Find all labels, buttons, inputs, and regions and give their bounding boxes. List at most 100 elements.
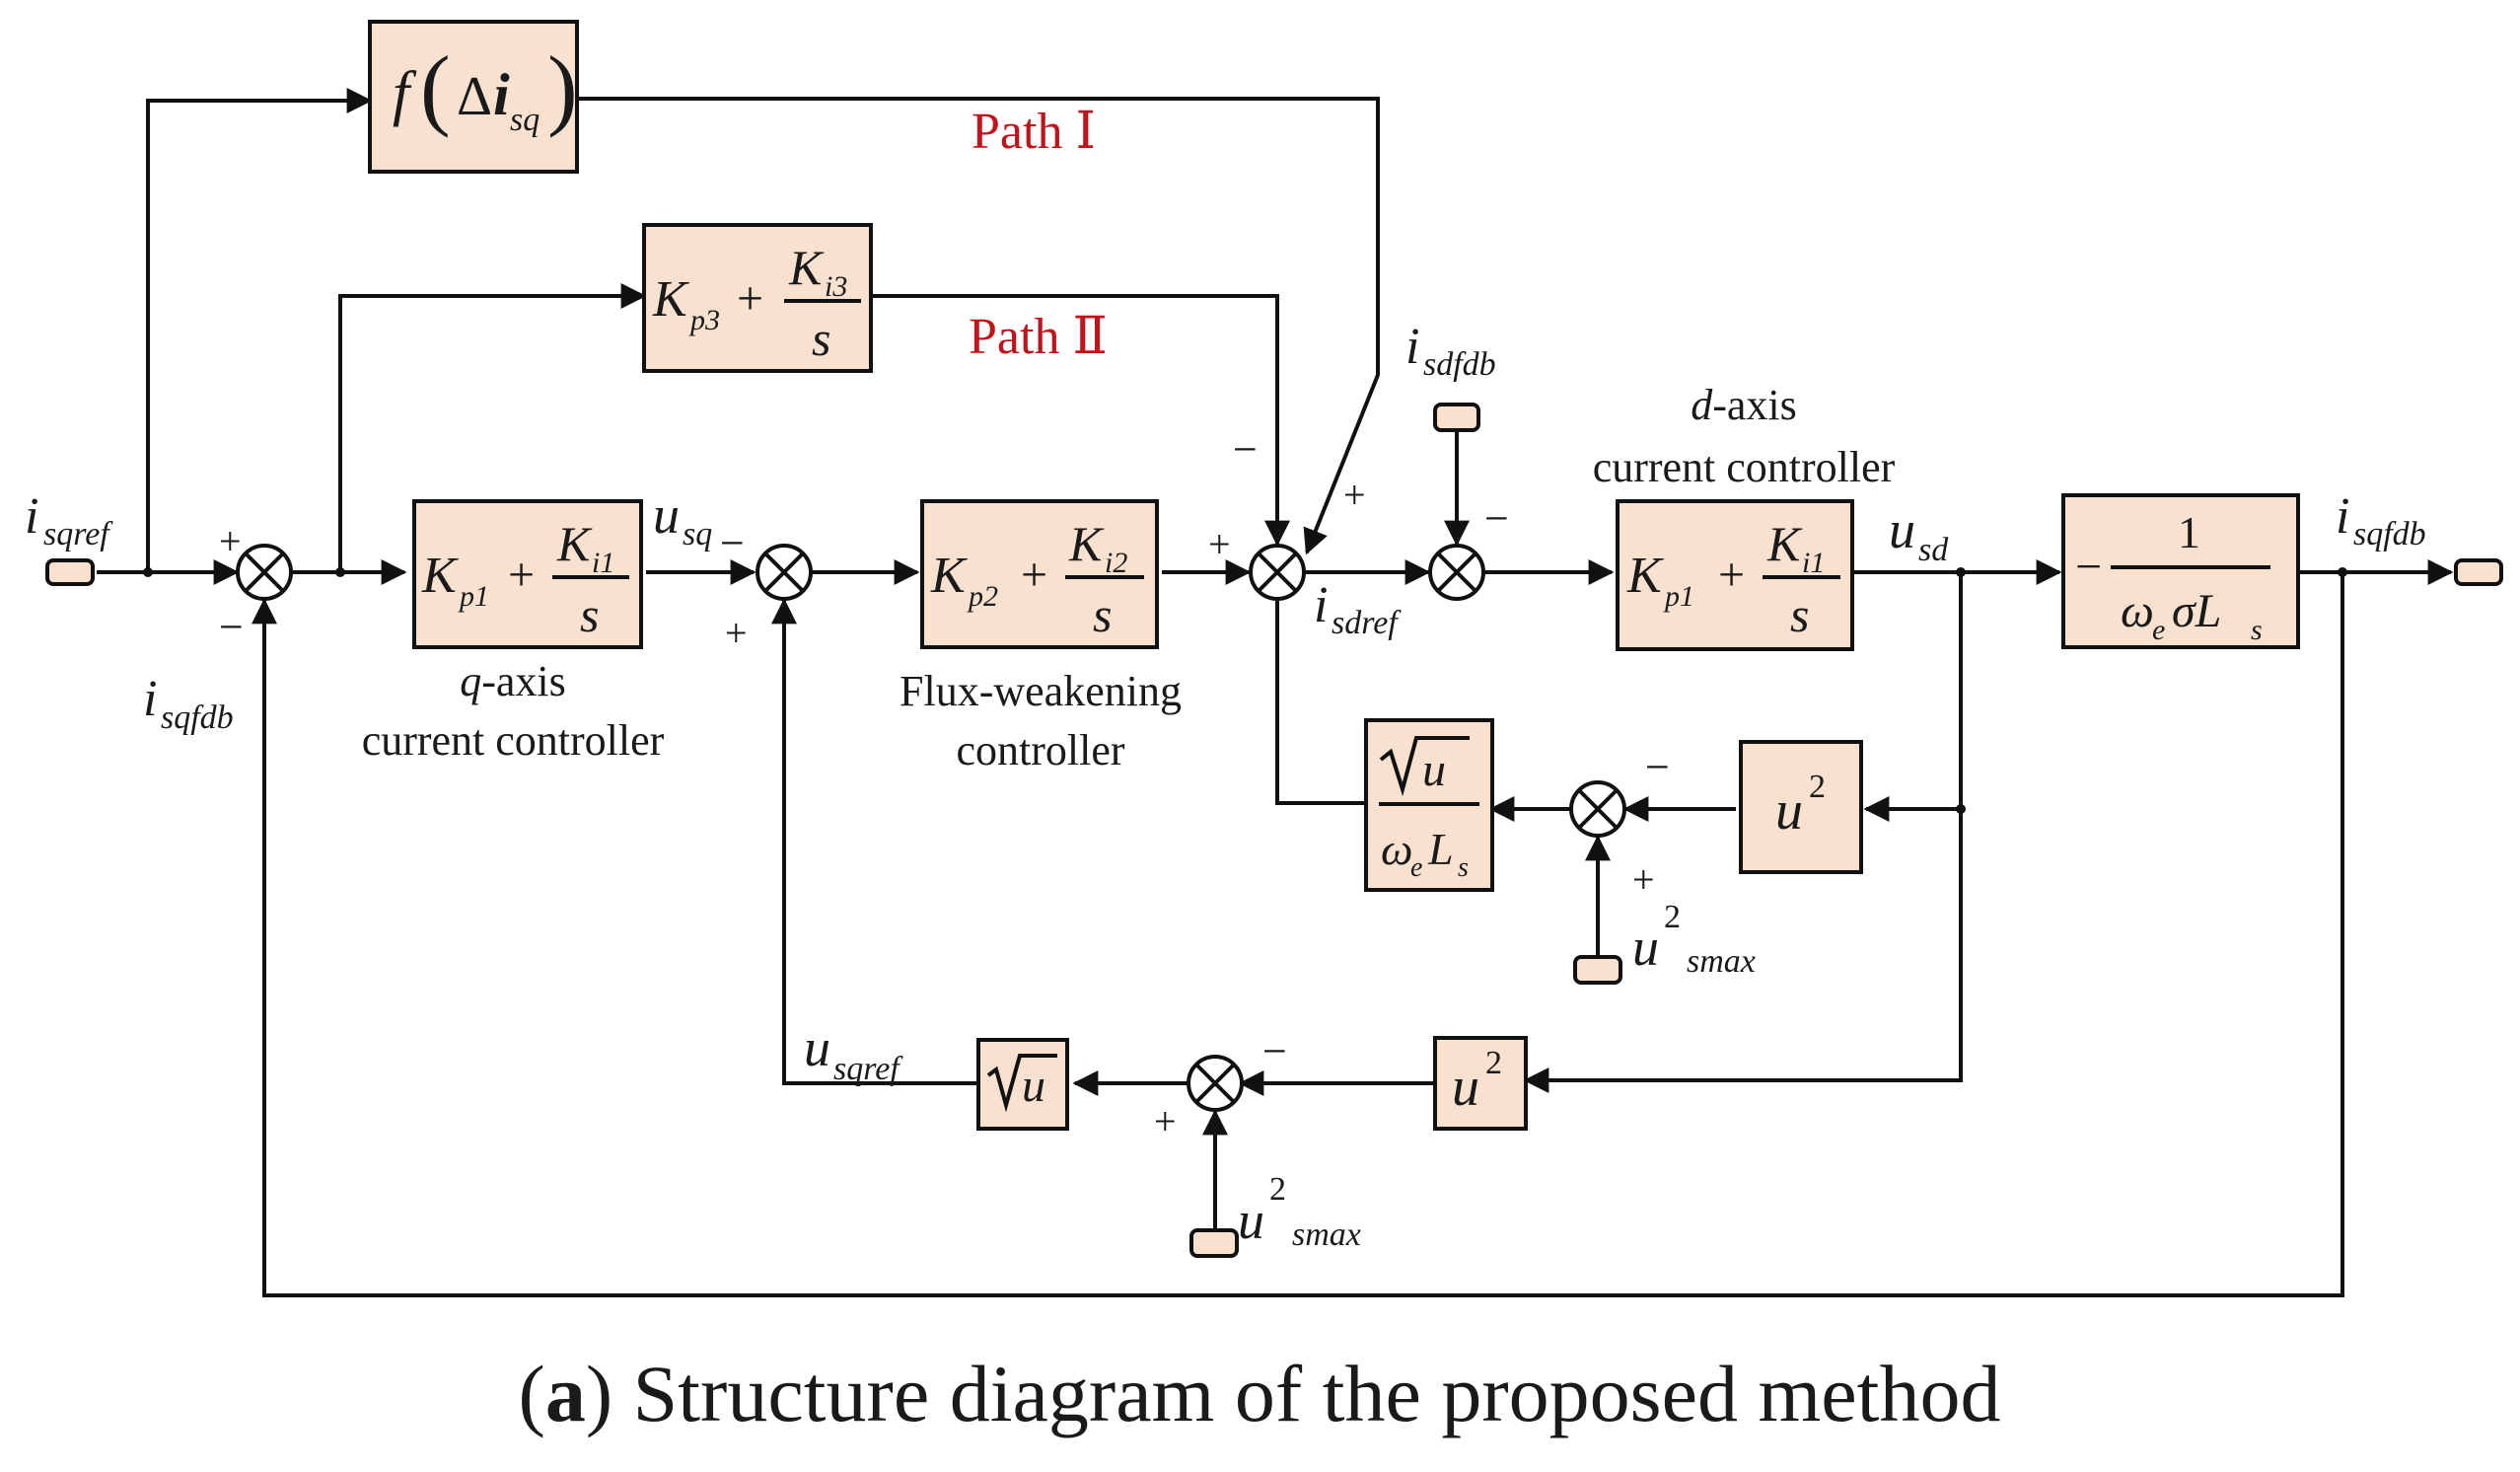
kp3-p-sub: p3 bbox=[688, 304, 720, 336]
kp1d-s: s bbox=[1790, 587, 1809, 642]
usq-u: u bbox=[653, 485, 680, 545]
kp1d-p-sub: p1 bbox=[1663, 580, 1694, 613]
u2-upper-u: u bbox=[1775, 780, 1803, 842]
kp1q-p-sub: p1 bbox=[458, 580, 489, 613]
u2-lower-exp: 2 bbox=[1485, 1045, 1502, 1081]
sign-sum2-plus: + bbox=[725, 611, 748, 655]
usmax-lower-sub: smax bbox=[1292, 1216, 1361, 1253]
isdfdb-label: i sdfdb bbox=[1405, 319, 1496, 383]
sign-sum4-minus: − bbox=[1484, 494, 1509, 543]
usmax-upper-label: u 2 smax bbox=[1632, 899, 1756, 980]
sign-sum5-minus: − bbox=[1645, 743, 1670, 791]
f-paren-close: ) bbox=[547, 37, 578, 138]
kp1q-s: s bbox=[580, 587, 599, 642]
kp3-plus: + bbox=[737, 272, 763, 325]
kp3-k: K bbox=[652, 271, 689, 328]
q-axis-caption: q-axis current controller bbox=[362, 657, 665, 765]
wire-usd-to-u2-lower bbox=[1523, 572, 1963, 1093]
q-axis-line2: current controller bbox=[362, 716, 665, 765]
u2-lower-u: u bbox=[1452, 1057, 1479, 1118]
sum-junction-6 bbox=[1187, 1055, 1244, 1112]
kp1-d-block: K p1 + K i1 s bbox=[1616, 499, 1854, 651]
sign-sum6-plus: + bbox=[1154, 1099, 1177, 1143]
kp3-block: K p3 + K i3 s bbox=[642, 223, 873, 373]
f-paren-open: ( bbox=[420, 37, 451, 138]
junction-dot bbox=[143, 567, 153, 577]
isqfdb-right-label: i sqfdb bbox=[2336, 488, 2426, 552]
usmax-lower-u: u bbox=[1238, 1191, 1264, 1250]
isqref-label: i sqref bbox=[25, 488, 113, 552]
usd-label: u sd bbox=[1889, 500, 1949, 568]
sign-sum2-minus: − bbox=[720, 519, 745, 567]
isdref-i: i bbox=[1314, 577, 1328, 633]
kp1-q-block: K p1 + K i1 s bbox=[412, 499, 643, 649]
usmax-upper-exp: 2 bbox=[1664, 899, 1681, 935]
sqrtdiv-l: L bbox=[1427, 824, 1454, 874]
sum-junction-4 bbox=[1428, 544, 1485, 601]
kp3-ki: K bbox=[788, 240, 825, 295]
usmax-lower-terminal bbox=[1189, 1228, 1239, 1258]
delta-symbol: Δ bbox=[457, 66, 492, 127]
isdfdb-terminal bbox=[1433, 403, 1480, 432]
plant-s-sub: s bbox=[2251, 614, 2263, 646]
usmax-upper-sub: smax bbox=[1687, 943, 1756, 980]
figure-caption: (a) Structure diagram of the proposed me… bbox=[519, 1349, 2001, 1438]
sqrtdiv-omega: ω bbox=[1381, 824, 1412, 874]
d-axis-caption: d-axis current controller bbox=[1593, 381, 1896, 491]
kp1q-i-sub: i1 bbox=[592, 547, 614, 579]
plant-block: − 1 ω e σL s bbox=[2061, 493, 2300, 649]
terminals bbox=[45, 403, 2503, 1258]
kp2-block: K p2 + K i2 s bbox=[920, 499, 1159, 649]
kp1q-plus: + bbox=[508, 549, 535, 601]
kp3-i-sub: i3 bbox=[825, 270, 847, 303]
sign-sum6-minus: − bbox=[1262, 1027, 1287, 1075]
kp2-s: s bbox=[1093, 587, 1112, 642]
kp1d-k: K bbox=[1626, 548, 1664, 604]
isqref-i: i bbox=[25, 488, 38, 545]
kp1d-plus: + bbox=[1718, 549, 1745, 601]
wire-path1-in bbox=[146, 88, 373, 572]
usmax-lower-label: u 2 smax bbox=[1238, 1171, 1361, 1253]
u2-lower-block: u 2 bbox=[1433, 1036, 1528, 1131]
signs: + − − + + − + − − + − + bbox=[219, 425, 1670, 1143]
kp2-plus: + bbox=[1021, 549, 1047, 601]
wire-usqref-to-sum2 bbox=[771, 598, 976, 1085]
f-delta-isq-block: f ( Δ i sq ) bbox=[368, 20, 579, 174]
junction-dot bbox=[2338, 567, 2347, 577]
junction-dot bbox=[1956, 567, 1966, 577]
d-axis-line2: current controller bbox=[1593, 443, 1896, 491]
plant-omega: ω bbox=[2121, 585, 2154, 637]
isdfdb-sub: sdfdb bbox=[1423, 346, 1496, 383]
i-symbol: i bbox=[493, 62, 510, 127]
flux-line1: Flux-weakening bbox=[900, 667, 1182, 715]
kp2-k: K bbox=[930, 548, 968, 604]
path-1-label: Path Ⅰ bbox=[972, 104, 1096, 160]
isqfdb-left-label: i sqfdb bbox=[143, 671, 234, 736]
isqfdb-right-sub: sqfdb bbox=[2353, 516, 2426, 552]
wire-path2-out bbox=[871, 294, 1290, 547]
plant-e-sub: e bbox=[2152, 614, 2165, 646]
u2-upper-exp: 2 bbox=[1809, 769, 1826, 805]
sum-junction-5 bbox=[1569, 780, 1626, 838]
flux-caption: Flux-weakening controller bbox=[900, 667, 1182, 774]
sum-junction-1 bbox=[236, 544, 293, 601]
plant-sigma-l: σL bbox=[2172, 585, 2221, 637]
sum-junction-2 bbox=[756, 544, 813, 601]
wires bbox=[97, 88, 2454, 1297]
sqrtdiv-s-sub: s bbox=[1458, 852, 1469, 883]
isqref-terminal bbox=[45, 558, 95, 586]
isqref-sub: sqref bbox=[43, 516, 113, 552]
sum-junction-3 bbox=[1249, 544, 1306, 601]
wire-path1-out bbox=[577, 97, 1380, 555]
u2-upper-block: u 2 bbox=[1739, 740, 1863, 874]
sign-sum3-plus-left: + bbox=[1208, 522, 1231, 566]
kp2-p-sub: p2 bbox=[967, 580, 998, 613]
isdref-sub: sdref bbox=[1332, 605, 1402, 641]
usq-label: u sq bbox=[653, 485, 712, 552]
usmax-lower-exp: 2 bbox=[1269, 1171, 1286, 1208]
isqfdb-terminal bbox=[2454, 558, 2503, 586]
sqrtu-u: u bbox=[1022, 1060, 1045, 1112]
d-axis-line1: d-axis bbox=[1691, 381, 1797, 429]
sqrt-div-block: u ω e L s bbox=[1364, 718, 1494, 892]
junction-dot bbox=[1956, 804, 1966, 814]
